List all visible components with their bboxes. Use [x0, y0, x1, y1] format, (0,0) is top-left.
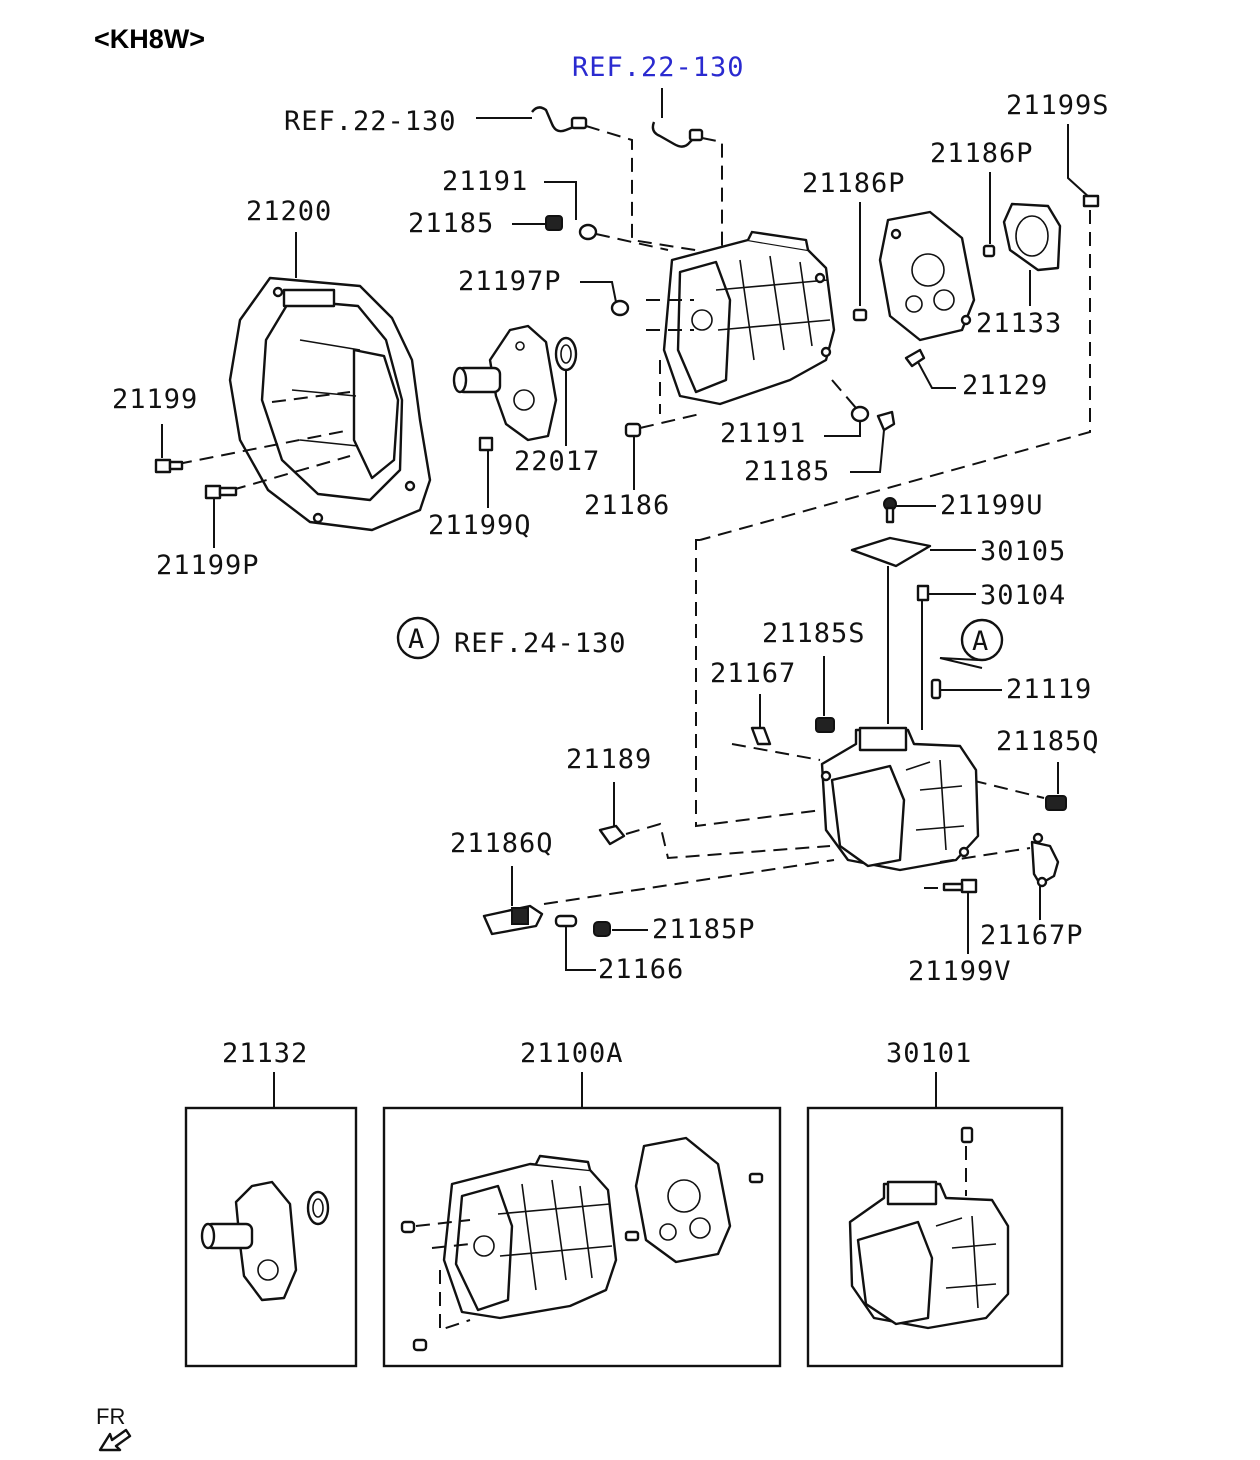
plug-21185S-icon	[815, 717, 835, 733]
front-direction-arrow-icon	[98, 1428, 132, 1452]
label-21191-a[interactable]: 21191	[442, 166, 528, 197]
label-30105[interactable]: 30105	[980, 536, 1066, 567]
front-label: FR	[96, 1404, 125, 1429]
label-21185S[interactable]: 21185S	[762, 618, 866, 649]
assembly-label-30101[interactable]: 30101	[886, 1038, 972, 1069]
bolt-21199P-icon	[204, 484, 238, 500]
plug-21197P-icon	[610, 299, 630, 317]
label-21119[interactable]: 21119	[1006, 674, 1092, 705]
label-21186Q[interactable]: 21186Q	[450, 828, 554, 859]
plug-21185Q-icon	[1045, 795, 1067, 811]
label-22017[interactable]: 22017	[514, 446, 600, 477]
dowel-21186-icon	[624, 422, 642, 438]
label-21199P[interactable]: 21199P	[156, 550, 260, 581]
label-21189[interactable]: 21189	[566, 744, 652, 775]
dowel-21186P-icon	[852, 308, 868, 322]
ref-label-left[interactable]: REF.22-130	[284, 106, 457, 137]
label-21167[interactable]: 21167	[710, 658, 796, 689]
sensor-21186Q-icon	[482, 904, 544, 936]
label-21191-b[interactable]: 21191	[720, 418, 806, 449]
ref-label-a[interactable]: REF.24-130	[454, 628, 627, 659]
switch-21189-icon	[598, 824, 626, 846]
label-21166[interactable]: 21166	[598, 954, 684, 985]
label-21186[interactable]: 21186	[584, 490, 670, 521]
plug-30104-icon	[916, 584, 930, 602]
label-21185-b[interactable]: 21185	[744, 456, 830, 487]
clutch-housing-icon	[228, 276, 432, 532]
dowel-21166-icon	[554, 914, 578, 928]
assembly-21100A-icon	[400, 1136, 764, 1352]
callout-a2-icon[interactable]: A	[960, 618, 1004, 662]
ref-label-top[interactable]: REF.22-130	[572, 52, 745, 83]
bolt-21199U-icon	[883, 497, 897, 524]
label-21167P[interactable]: 21167P	[980, 920, 1084, 951]
label-21199V[interactable]: 21199V	[908, 956, 1012, 987]
bolt-21199-icon	[154, 458, 184, 474]
bolt-21199S-icon	[1082, 194, 1100, 208]
bolt-21129-icon	[904, 348, 926, 368]
bracket-21167-icon	[750, 726, 772, 746]
label-21185Q[interactable]: 21185Q	[996, 726, 1100, 757]
label-21199Q[interactable]: 21199Q	[428, 510, 532, 541]
wire-harness-left-icon	[476, 106, 721, 255]
transmission-case-top-icon	[662, 230, 836, 406]
callout-a2-letter: A	[972, 626, 989, 657]
label-21199[interactable]: 21199	[112, 384, 198, 415]
dowel-21186P-b-icon	[982, 244, 996, 258]
bearing-retainer-icon	[452, 324, 558, 442]
bolt-21199V-icon	[942, 878, 978, 894]
callout-a-letter: A	[408, 624, 425, 655]
diagram-title: <KH8W>	[94, 24, 205, 54]
label-21186P-a[interactable]: 21186P	[802, 168, 906, 199]
label-21133[interactable]: 21133	[976, 308, 1062, 339]
wire-harness-right-icon	[651, 88, 723, 250]
assembly-30101-icon	[848, 1126, 1010, 1330]
ring-21191-b-icon	[850, 405, 870, 423]
plug-21185-b-icon	[876, 410, 896, 432]
bolt-21199Q-icon	[478, 436, 494, 452]
label-21185P[interactable]: 21185P	[652, 914, 756, 945]
gasket-30105-icon	[850, 536, 932, 568]
bracket-21167P-icon	[1030, 832, 1060, 888]
transmission-case-bottom-icon	[820, 726, 980, 872]
label-21186P-b[interactable]: 21186P	[930, 138, 1034, 169]
label-21200[interactable]: 21200	[246, 196, 332, 227]
oil-seal-22017-icon	[554, 336, 578, 372]
plug-21185P-icon	[593, 921, 611, 937]
extension-housing-icon	[878, 210, 976, 342]
assembly-label-21132[interactable]: 21132	[222, 1038, 308, 1069]
plug-21185-icon	[545, 215, 563, 231]
label-21199U[interactable]: 21199U	[940, 490, 1044, 521]
gasket-21133-icon	[1002, 202, 1062, 272]
assembly-21132-icon	[200, 1180, 330, 1302]
label-21197P[interactable]: 21197P	[458, 266, 562, 297]
callout-a-icon[interactable]: A	[396, 616, 440, 660]
label-21185-a[interactable]: 21185	[408, 208, 494, 239]
label-30104[interactable]: 30104	[980, 580, 1066, 611]
ring-21191-icon	[578, 223, 598, 241]
label-21129[interactable]: 21129	[962, 370, 1048, 401]
label-21199S[interactable]: 21199S	[1006, 90, 1110, 121]
assembly-label-21100A[interactable]: 21100A	[520, 1038, 624, 1069]
pin-21119-icon	[930, 678, 942, 700]
